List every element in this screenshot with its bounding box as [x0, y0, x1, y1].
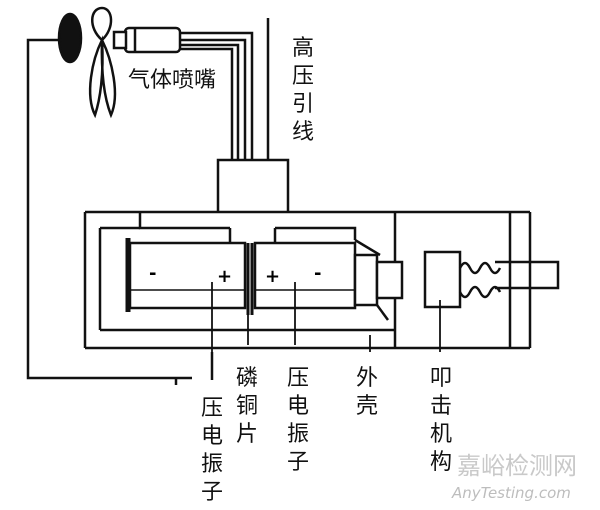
- svg-text:电: 电: [201, 424, 223, 449]
- svg-text:壳: 壳: [356, 394, 378, 419]
- svg-text:振: 振: [287, 422, 309, 447]
- svg-text:子: 子: [287, 450, 309, 475]
- label-nozzle: 气体喷嘴: [128, 68, 216, 93]
- watermark-en: AnyTesting.com: [451, 484, 571, 502]
- sign-left-outer: -: [149, 263, 156, 284]
- striker-mechanism: [423, 250, 560, 309]
- svg-text:线: 线: [292, 120, 314, 145]
- label-shell: 外 壳: [356, 366, 378, 419]
- flame-lobe-upper: [91, 6, 113, 42]
- piezo-stack: [125, 238, 404, 321]
- end-cap: [353, 253, 379, 307]
- sign-right-outer: -: [314, 263, 321, 284]
- svg-text:子: 子: [201, 480, 223, 505]
- anvil-block: [375, 260, 404, 300]
- svg-text:压: 压: [201, 396, 223, 421]
- ground-wire: [26, 38, 214, 385]
- svg-text:片: 片: [236, 422, 258, 447]
- spring: [458, 261, 502, 299]
- svg-text:磷: 磷: [236, 366, 258, 391]
- hammer-block: [423, 250, 462, 309]
- svg-text:铜: 铜: [236, 394, 258, 419]
- label-phosphor-copper: 磷 铜 片: [236, 366, 258, 447]
- svg-text:机: 机: [430, 422, 452, 447]
- nozzle-assembly: [57, 6, 182, 119]
- svg-text:压: 压: [287, 366, 309, 391]
- watermark: 嘉峪检测网 AnyTesting.com: [451, 452, 577, 502]
- svg-text:电: 电: [287, 394, 309, 419]
- svg-text:构: 构: [430, 450, 452, 475]
- svg-text:外: 外: [356, 366, 378, 391]
- svg-text:高: 高: [292, 36, 314, 61]
- watermark-cn: 嘉峪检测网: [457, 452, 577, 480]
- t-housing: [138, 158, 357, 255]
- label-piezo-right: 压 电 振 子: [287, 366, 309, 475]
- label-hv-lead: 高 压 引 线: [292, 36, 314, 145]
- sign-left-inner: +: [217, 266, 232, 287]
- flame-lobe-lower-right: [100, 39, 117, 119]
- svg-text:引: 引: [292, 92, 314, 117]
- label-piezo-left: 压 电 振 子: [201, 396, 223, 505]
- sign-right-inner: +: [265, 266, 280, 287]
- svg-text:振: 振: [201, 452, 223, 477]
- nozzle-disc: [57, 12, 83, 64]
- high-voltage-leads: [180, 18, 270, 160]
- piezo-left-element: [128, 241, 247, 310]
- piezo-right-element: [253, 241, 357, 310]
- svg-text:压: 压: [292, 64, 314, 89]
- svg-text:叩: 叩: [430, 366, 452, 391]
- svg-text:击: 击: [430, 394, 452, 419]
- label-striker: 叩 击 机 构: [430, 366, 452, 475]
- nozzle-body: [123, 26, 182, 54]
- push-rod: [495, 260, 560, 290]
- nozzle-tip: [112, 30, 128, 50]
- leader-lines: [211, 282, 441, 352]
